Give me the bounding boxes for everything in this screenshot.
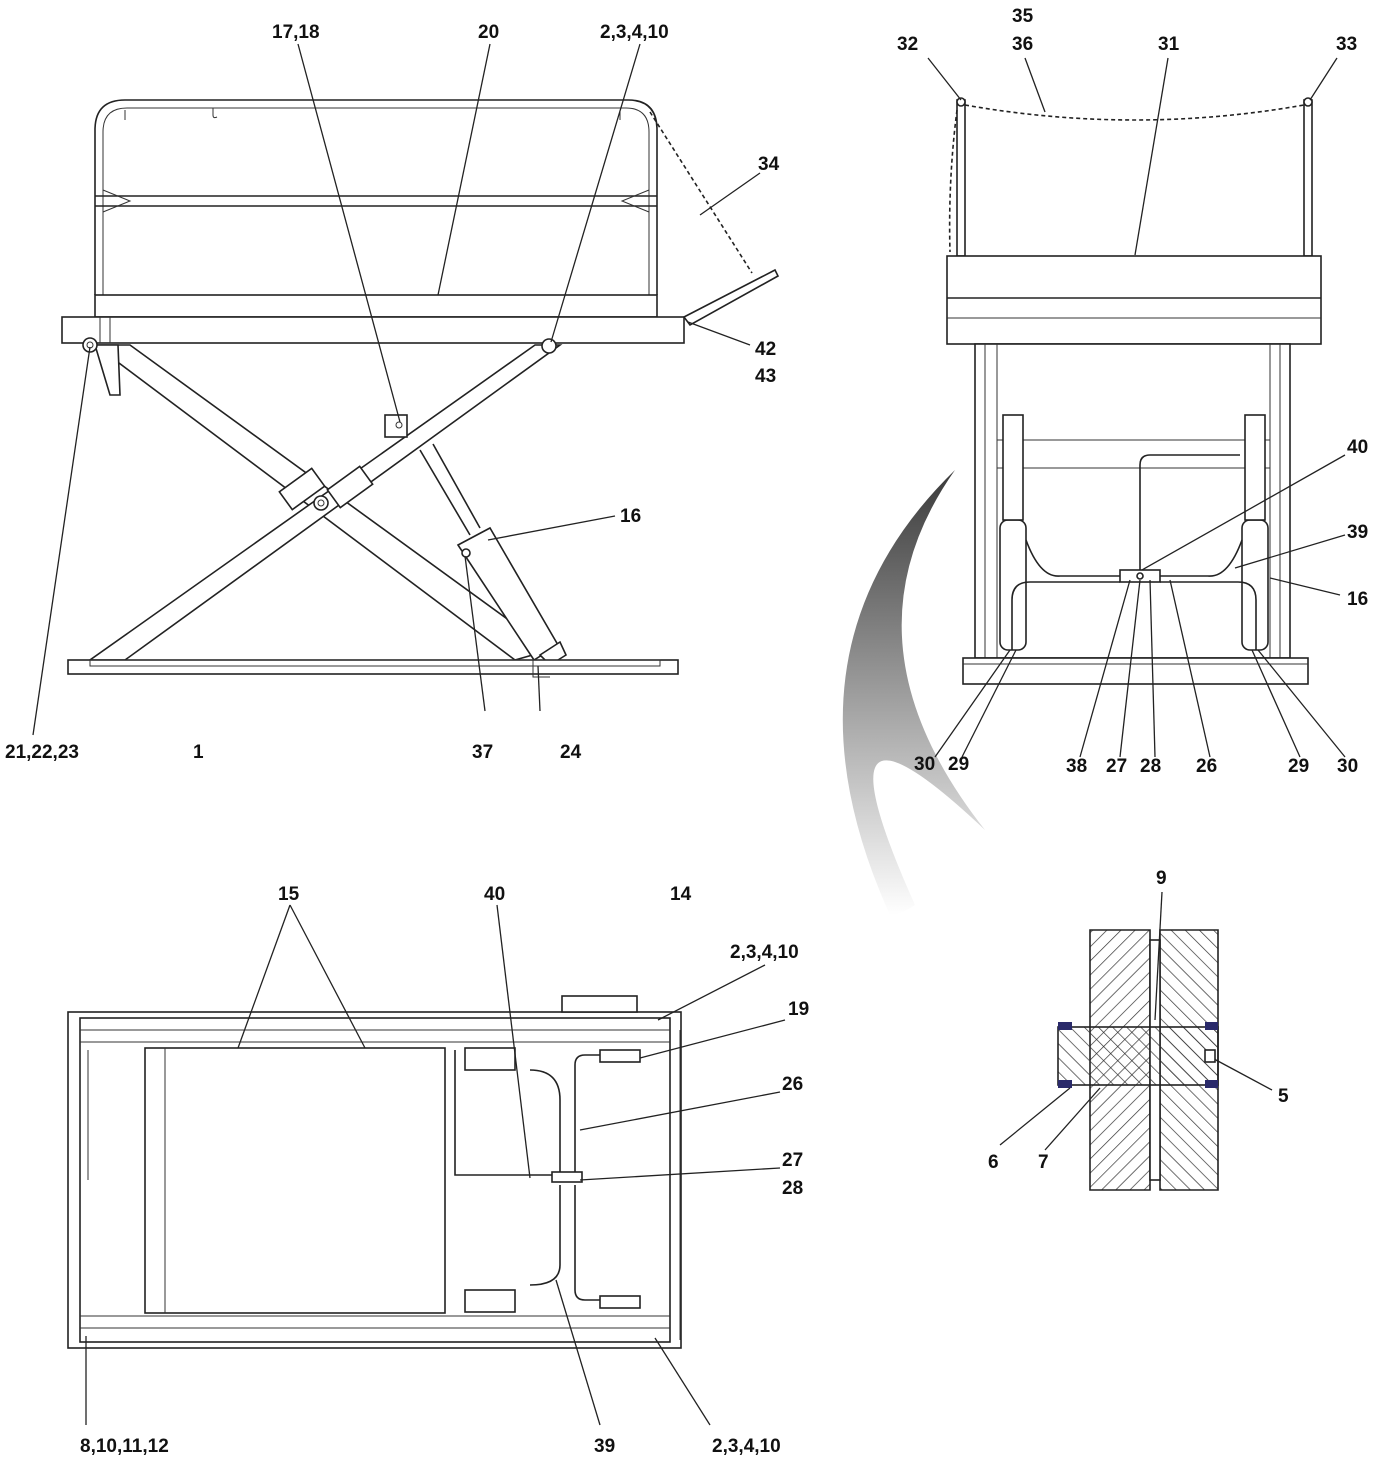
top-cylinder-lower [464, 1289, 516, 1313]
label-8-10-11-12: 8,10,11,12 [80, 1436, 169, 1457]
label-30-right: 30 [1337, 756, 1358, 777]
detail-leaders [999, 891, 1273, 1151]
end-post-right [1303, 99, 1313, 257]
label-34: 34 [758, 154, 780, 175]
label-39-end: 39 [1347, 522, 1368, 543]
label-35: 35 [1012, 6, 1034, 27]
label-27-top: 27 [782, 1150, 803, 1171]
side-base-frame [67, 659, 679, 675]
label-39-top: 39 [594, 1436, 615, 1457]
label-38: 38 [1066, 756, 1087, 777]
side-platform-top [94, 294, 658, 318]
label-2-3-4-10-top-upper: 2,3,4,10 [730, 942, 799, 963]
label-14: 14 [670, 884, 692, 905]
label-5: 5 [1278, 1086, 1289, 1107]
label-29-left: 29 [948, 754, 969, 775]
pin-detail-section [1057, 929, 1219, 1191]
end-platform [946, 255, 1322, 345]
label-16-end: 16 [1347, 589, 1368, 610]
side-leaders [32, 43, 761, 736]
label-17-18: 17,18 [272, 22, 320, 43]
label-24: 24 [560, 742, 582, 763]
label-28-top: 28 [782, 1178, 803, 1199]
side-view [61, 99, 780, 678]
label-19: 19 [788, 999, 809, 1020]
end-cylinder-right [1241, 519, 1269, 651]
label-33: 33 [1336, 34, 1357, 55]
end-leaders [927, 57, 1346, 758]
detail-pin [1057, 1026, 1219, 1086]
end-base [962, 657, 1309, 685]
view-arrow [842, 470, 985, 915]
label-2-3-4-10-top-lower: 2,3,4,10 [712, 1436, 781, 1457]
label-26-top: 26 [782, 1074, 803, 1095]
label-43: 43 [755, 366, 776, 387]
label-9: 9 [1156, 868, 1167, 889]
top-view [67, 995, 682, 1349]
label-6: 6 [988, 1152, 999, 1173]
label-7: 7 [1038, 1152, 1049, 1173]
callout-labels: 17,18 20 2,3,4,10 34 42 43 16 21,22,23 1… [5, 6, 1368, 1457]
label-36: 36 [1012, 34, 1033, 55]
label-15: 15 [278, 884, 300, 905]
label-29-right: 29 [1288, 756, 1309, 777]
label-40-top: 40 [484, 884, 505, 905]
end-post-left [956, 99, 966, 257]
label-30-left: 30 [914, 754, 935, 775]
label-37: 37 [472, 742, 493, 763]
top-pump-box [561, 995, 638, 1013]
side-guard-rail [94, 99, 658, 295]
end-view [842, 97, 1322, 915]
end-chain-top [964, 104, 1305, 121]
label-32: 32 [897, 34, 918, 55]
label-20: 20 [478, 22, 499, 43]
label-21-22-23: 21,22,23 [5, 742, 79, 763]
label-26-end: 26 [1196, 756, 1217, 777]
label-28-end: 28 [1140, 756, 1161, 777]
label-1: 1 [193, 742, 204, 763]
side-chain [649, 111, 753, 274]
label-27-end: 27 [1106, 756, 1127, 777]
label-2-3-4-10-side: 2,3,4,10 [600, 22, 669, 43]
label-16-side: 16 [620, 506, 641, 527]
label-42: 42 [755, 339, 776, 360]
label-31: 31 [1158, 34, 1180, 55]
top-cylinder-upper [464, 1047, 516, 1071]
label-40-end: 40 [1347, 437, 1368, 458]
top-leaders [85, 904, 786, 1426]
end-cylinder-left [999, 519, 1027, 651]
